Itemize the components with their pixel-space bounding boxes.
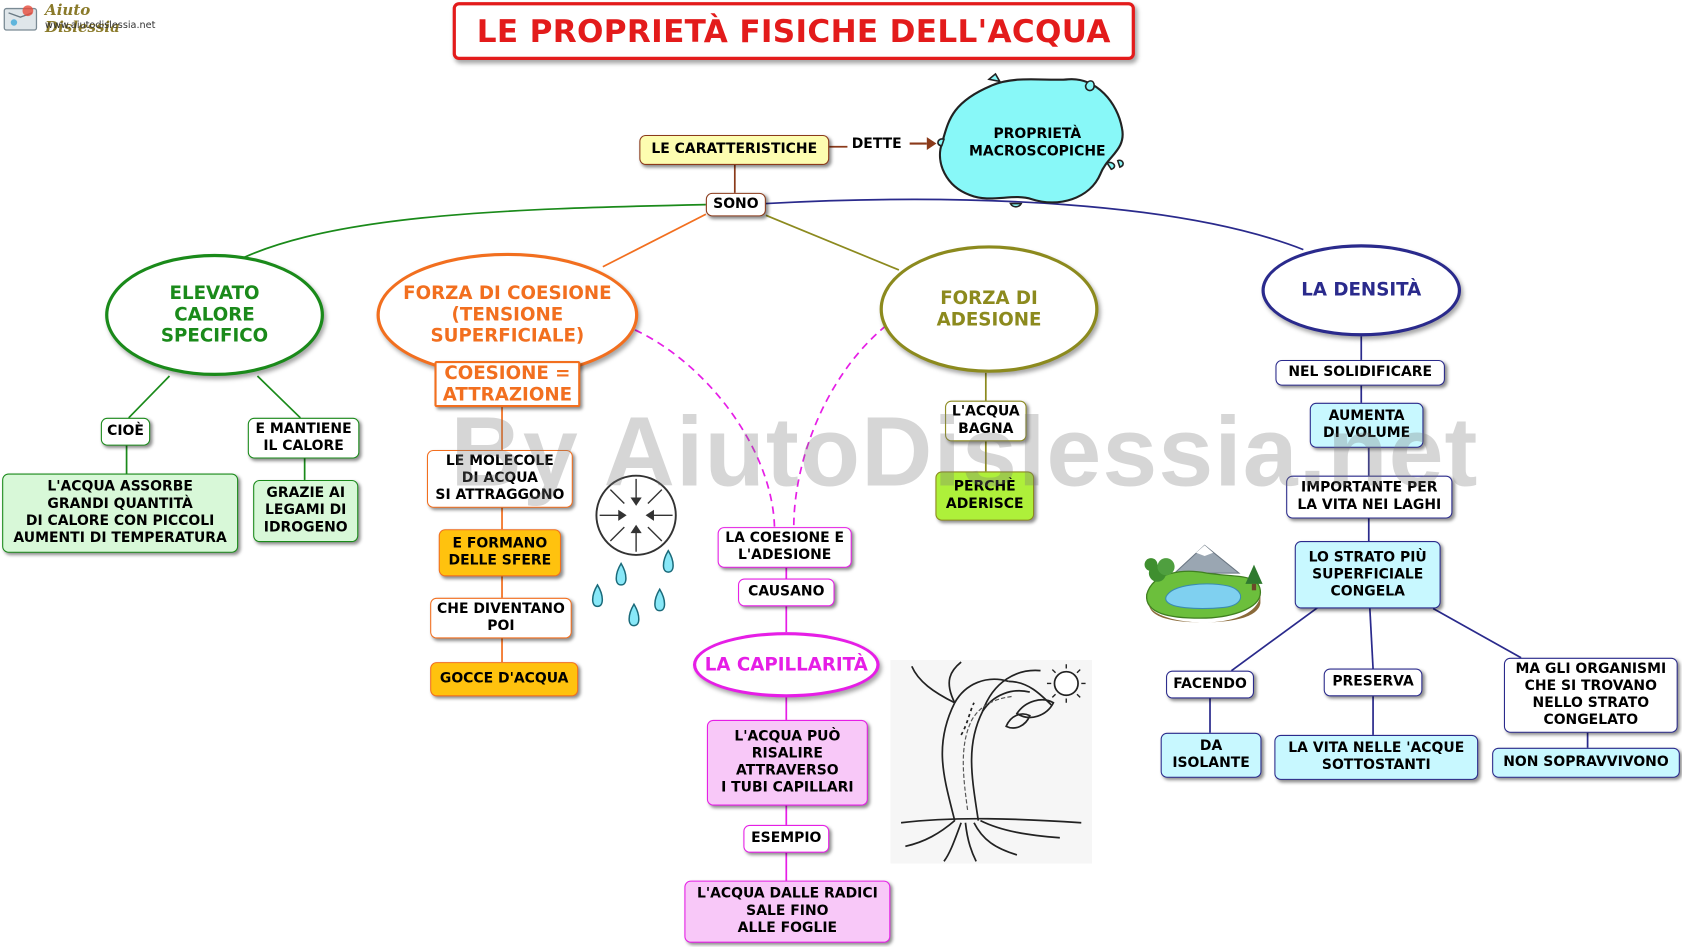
cause-box[interactable]: CAUSANO [738,578,835,607]
tree-capillarity-icon [890,659,1093,864]
doing-box[interactable]: FACENDO [1166,670,1254,699]
do-not-survive-box[interactable]: NON SOPRAVVIVONO [1492,747,1680,778]
characteristics-box[interactable]: LE CARATTERISTICHE [639,134,830,165]
droplets-icon [591,549,674,627]
roots-to-leaves-box[interactable]: L'ACQUA DALLE RADICI SALE FINO ALLE FOGL… [684,880,891,943]
increases-volume-box[interactable]: AUMENTA DI VOLUME [1309,402,1424,448]
logo[interactable]: Aiuto Dislessia www.aiutodislessia.net [2,2,156,37]
logo-icon [3,5,38,31]
become-then-box[interactable]: CHE DIVENTANO POI [430,597,572,639]
sphere-molecules-icon [595,474,677,556]
retains-heat-box[interactable]: E MANTIENE IL CALORE [247,417,360,459]
molecules-attract-box[interactable]: LE MOLECOLE DI ACQUA SI ATTRAGGONO [426,449,573,508]
cohesion-force-oval[interactable]: FORZA DI COESIONE (TENSIONE SUPERFICIALE… [376,252,639,378]
lake-landscape-icon [1144,544,1263,623]
logo-name: Aiuto Dislessia [45,2,120,37]
watermark: By AiutoDislessia.net [450,397,1479,507]
cioe-box[interactable]: CIOÈ [100,417,151,446]
solidifying-box[interactable]: NEL SOLIDIFICARE [1275,359,1445,386]
macroscopic-properties-label: PROPRIETÀ MACROSCOPICHE [969,126,1106,160]
example-box[interactable]: ESEMPIO [743,824,830,853]
form-spheres-box[interactable]: E FORMANO DELLE SFERE [438,529,562,577]
cohesion-adhesion-box[interactable]: LA COESIONE E L'ADESIONE [717,527,852,568]
absorbs-heat-box[interactable]: L'ACQUA ASSORBE GRANDI QUANTITÀ DI CALOR… [2,473,239,553]
density-oval[interactable]: LA DENSITÀ [1261,244,1462,337]
adhesion-force-oval[interactable]: FORZA DI ADESIONE [879,245,1099,373]
life-below-box[interactable]: LA VITA NELLE 'ACQUE SOTTOSTANTI [1274,734,1479,780]
capillary-tubes-box[interactable]: L'ACQUA PUÒ RISALIRE ATTRAVERSO I TUBI C… [706,719,868,806]
capillarity-oval[interactable]: LA CAPILLARITÀ [692,632,880,698]
hydrogen-bonds-box[interactable]: GRAZIE AI LEGAMI DI IDROGENO [253,479,359,543]
cohesion-attraction-box[interactable]: COESIONE = ATTRAZIONE [434,361,581,408]
high-specific-heat-oval[interactable]: ELEVATO CALORE SPECIFICO [105,253,324,377]
dette-label: DETTE [851,136,902,153]
water-splash-icon [937,72,1124,208]
sono-box[interactable]: SONO [705,192,766,217]
logo-url: www.aiutodislessia.net [45,20,156,32]
surface-layer-freezes-box[interactable]: LO STRATO PIÙ SUPERFICIALE CONGELA [1294,541,1441,609]
page-title: LE PROPRIETÀ FISICHE DELL'ACQUA [452,2,1135,60]
adheres-box[interactable]: PERCHÈ ADERISCE [935,471,1035,521]
water-wets-box[interactable]: L'ACQUA BAGNA [945,400,1027,442]
water-drops-box[interactable]: GOCCE D'ACQUA [430,662,579,697]
organisms-frozen-box[interactable]: MA GLI ORGANISMI CHE SI TROVANO NELLO ST… [1503,657,1678,733]
preserves-box[interactable]: PRESERVA [1323,668,1423,697]
important-lakes-box[interactable]: IMPORTANTE PER LA VITA NEI LAGHI [1286,475,1453,519]
insulator-box[interactable]: DA ISOLANTE [1160,732,1262,778]
